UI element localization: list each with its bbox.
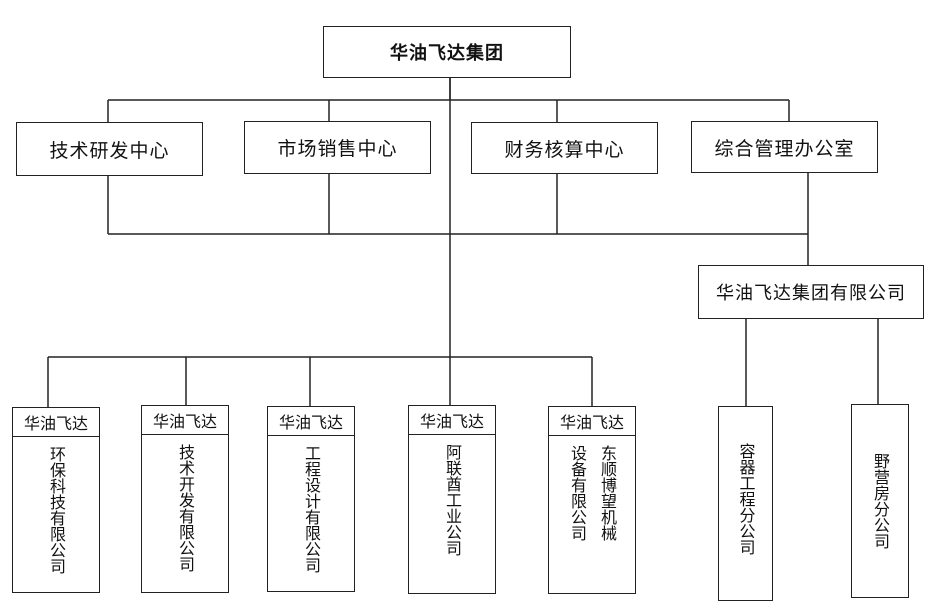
branch-name: 容器工程分公司	[736, 443, 756, 555]
subsidiary-node: 华油飞达 阿联酋工业公司	[408, 405, 496, 594]
subsidiary-header: 华油飞达	[13, 408, 99, 437]
company-label: 华油飞达集团有限公司	[716, 283, 906, 304]
subsidiary-name: 技术开发有限公司	[176, 444, 195, 572]
subsidiary-name: 工程设计有限公司	[302, 445, 321, 573]
subsidiary-header: 华油飞达	[268, 407, 354, 436]
dept-label: 市场销售中心	[277, 138, 398, 160]
dept-node-finance: 财务核算中心	[471, 122, 658, 174]
dept-label: 综合管理办公室	[714, 137, 855, 160]
subsidiary-name-part: 设备有限公司	[568, 445, 587, 541]
subsidiary-header: 华油飞达	[409, 406, 495, 435]
subsidiary-name: 阿联酋工业公司	[443, 444, 462, 556]
subsidiary-node: 华油飞达 工程设计有限公司	[267, 406, 355, 592]
branch-name: 野营房分公司	[871, 453, 890, 549]
subsidiary-node: 华油飞达 环保科技有限公司	[12, 407, 100, 593]
subsidiary-header: 华油飞达	[549, 407, 635, 436]
dept-label: 财务核算中心	[504, 138, 625, 161]
dept-node-admin: 综合管理办公室	[691, 121, 878, 173]
subsidiary-node: 华油飞达 技术开发有限公司	[141, 405, 229, 593]
subsidiary-header: 华油飞达	[142, 406, 228, 435]
subsidiary-name-part: 东顺博望机械	[598, 445, 617, 541]
dept-label: 技术研发中心	[49, 139, 170, 162]
company-node: 华油飞达集团有限公司	[698, 265, 924, 319]
dept-node-rnd: 技术研发中心	[16, 122, 203, 176]
root-node: 华油飞达集团	[323, 26, 571, 78]
subsidiary-node: 华油飞达 设备有限公司 东顺博望机械	[548, 406, 636, 594]
branch-node: 容器工程分公司	[718, 406, 773, 601]
dept-node-sales: 市场销售中心	[244, 121, 431, 174]
branch-node: 野营房分公司	[851, 404, 909, 598]
root-label: 华油飞达集团	[390, 43, 504, 64]
subsidiary-name: 环保科技有限公司	[47, 446, 66, 574]
